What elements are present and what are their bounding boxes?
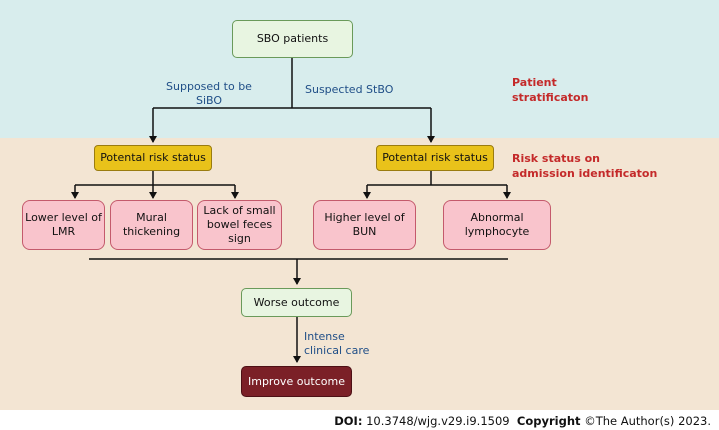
node-risk-status-left: Potental risk status [94,145,212,171]
node-worse-outcome: Worse outcome [241,288,352,317]
copyright-label: Copyright [516,414,581,428]
node-higher-bun: Higher level of BUN [313,200,416,250]
stratification-band [0,0,719,138]
node-improve-outcome: Improve outcome [241,366,352,397]
side-label-risk-admission: Risk status on admission identificaton [512,152,658,180]
side-label-patient-stratification: Patient stratificaton [512,76,589,104]
node-sbo-patients: SBO patients [232,20,353,58]
footer-citation: DOI: 10.3748/wjg.v29.i9.1509 Copyright ©… [334,414,711,428]
edge-label-intense-care: Intense clinical care [304,330,370,357]
copyright-value: ©The Author(s) 2023. [584,414,711,428]
edge-label-sibo: Supposed to be SiBO [166,80,252,107]
node-risk-status-right: Potental risk status [376,145,494,171]
node-lack-feces-sign: Lack of small bowel feces sign [197,200,282,250]
edge-label-stbo: Suspected StBO [305,83,394,96]
node-abnormal-lymphocyte: Abnormal lymphocyte [443,200,551,250]
doi-value: 10.3748/wjg.v29.i9.1509 [366,414,510,428]
risk-status-band [0,138,719,410]
node-lower-lmr: Lower level of LMR [22,200,105,250]
node-mural-thickening: Mural thickening [110,200,193,250]
doi-label: DOI: [334,414,363,428]
